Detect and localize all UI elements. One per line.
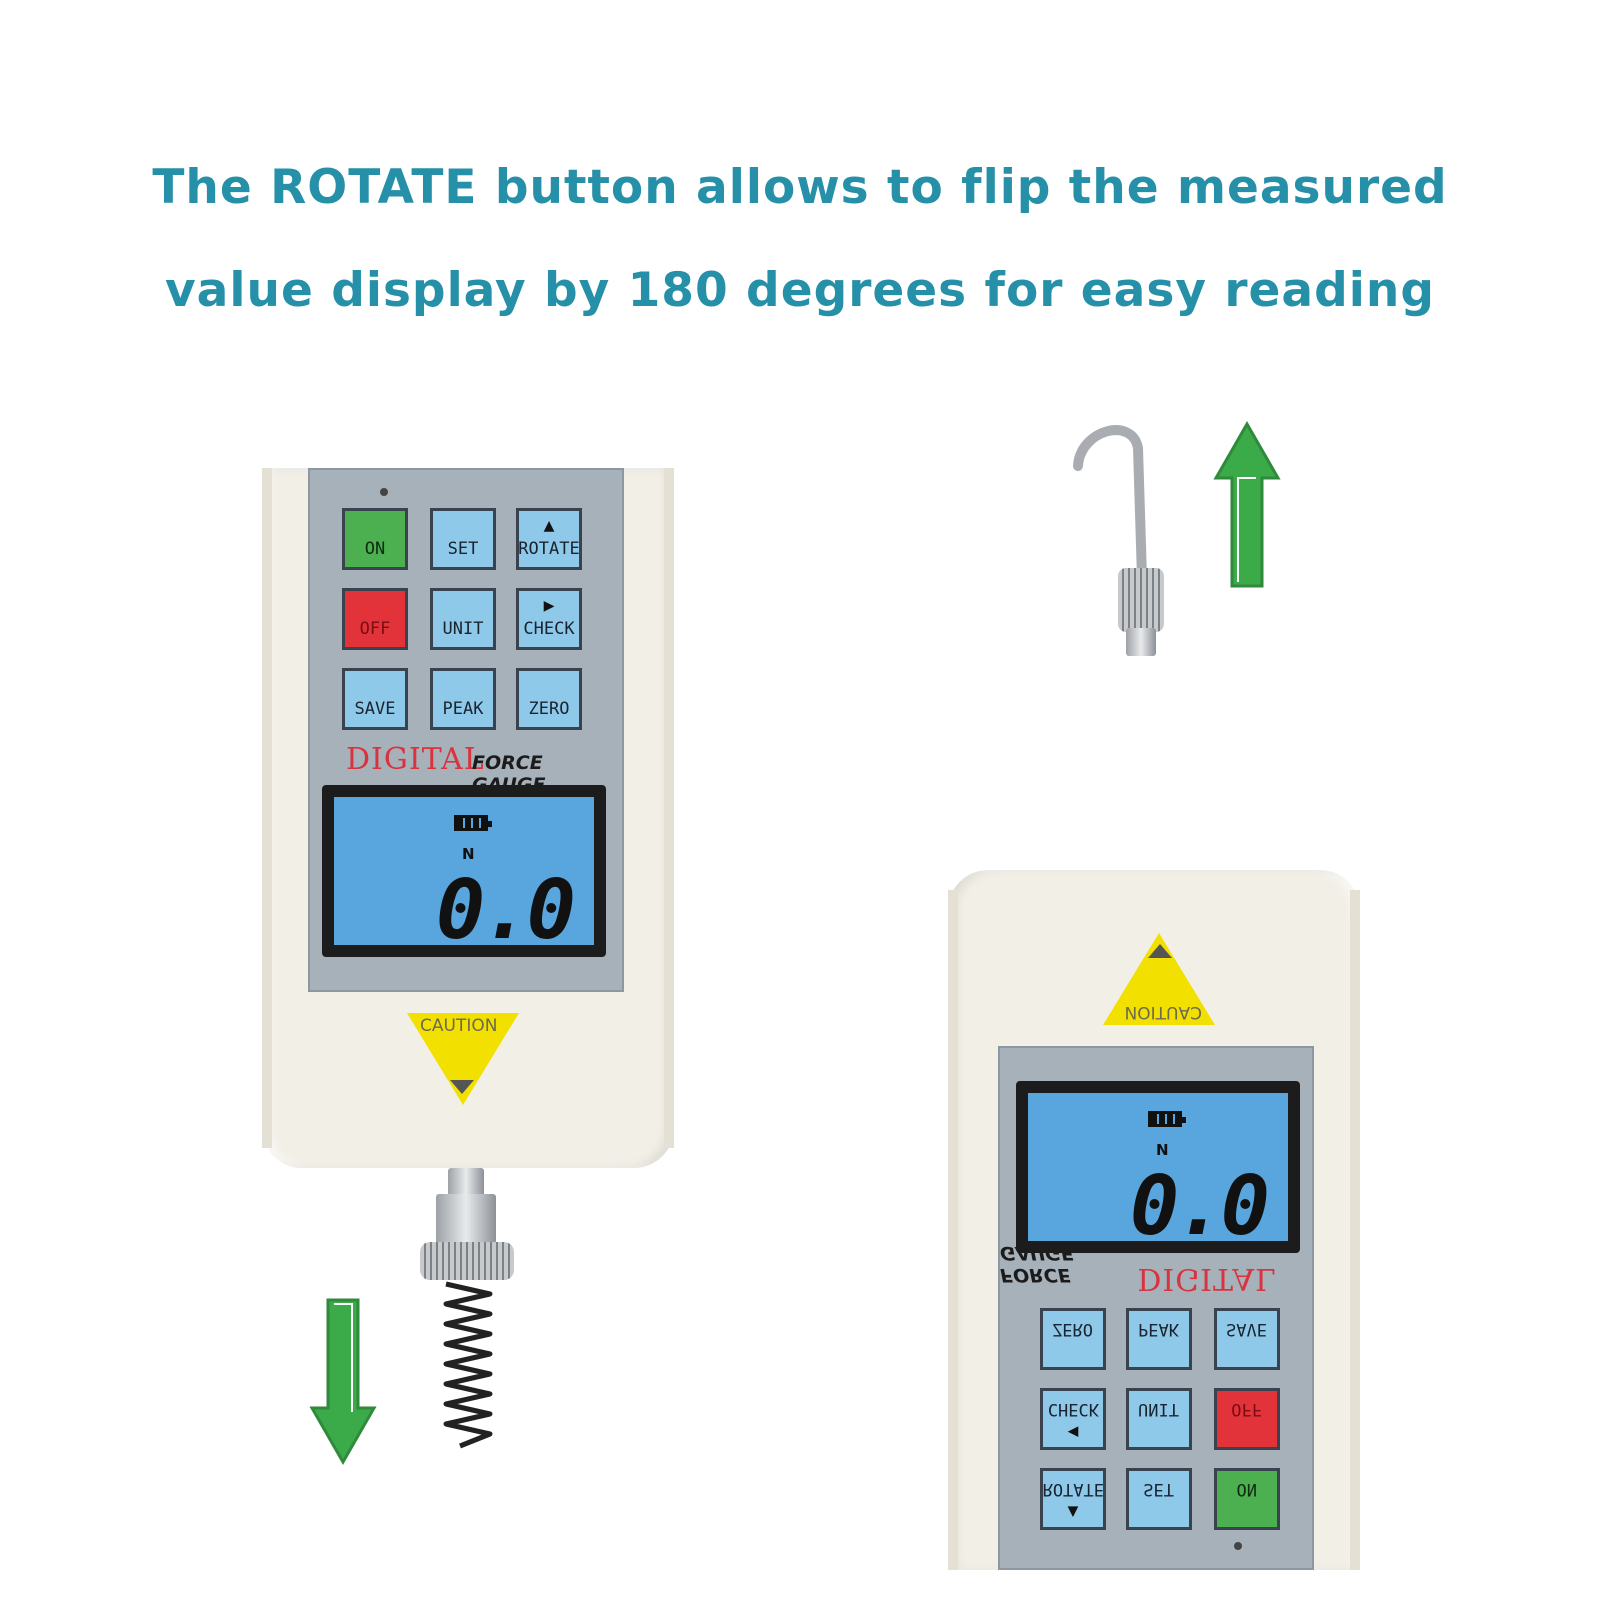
force-gauge-rotated: ON SET ▲ROTATE OFF UNIT ▶CHECK SAVE PEAK… [948,418,1360,1570]
connector-sleeve [436,1194,496,1244]
display-reading: 0.0 [435,863,576,958]
brand-digital: DIGITAL [1137,1261,1276,1296]
right-triangle-icon: ▶ [543,595,555,616]
headline-line-2: value display by 180 degrees for easy re… [165,263,1435,318]
knurled-nut [1118,568,1164,632]
caution-label: CAUTION [1124,1002,1202,1022]
display-unit: N [462,845,475,863]
display-unit: N [1156,1141,1169,1159]
right-triangle-icon: ▶ [1067,1422,1079,1443]
zero-button[interactable]: ZERO [516,668,582,730]
up-triangle-icon: ▲ [1067,1502,1079,1523]
force-gauge-normal: ON SET ▲ROTATE OFF UNIT ▶CHECK SAVE PEAK… [262,468,674,1468]
rotate-button[interactable]: ▲ROTATE [1040,1468,1106,1530]
display-reading: 0.0 [1129,1159,1266,1254]
peak-button[interactable]: PEAK [430,668,496,730]
caution-label: CAUTION [420,1016,498,1036]
battery-icon [454,815,492,831]
lcd-display: N 0.0 [334,797,594,958]
on-button[interactable]: ON [342,508,408,570]
headline-line-1: The ROTATE button allows to flip the mea… [152,160,1448,215]
save-button[interactable]: SAVE [1214,1308,1280,1370]
set-button[interactable]: SET [1126,1468,1192,1530]
connector-stem [1126,628,1156,656]
on-button[interactable]: ON [1214,1468,1280,1530]
arrow-down-icon [309,1298,377,1466]
zero-button[interactable]: ZERO [1040,1308,1106,1370]
status-led [1234,1542,1242,1550]
lcd-frame: N 0.0 [322,785,606,958]
check-button[interactable]: ▶CHECK [516,588,582,650]
gauge-face-panel: ON SET ▲ROTATE OFF UNIT ▶CHECK SAVE PEAK… [308,468,624,992]
spring-icon [443,1281,493,1449]
lcd-frame: N 0.0 [1016,1081,1300,1254]
gauge-side-rail [948,890,958,1570]
connector-stem [448,1168,484,1196]
gauge-side-rail [1350,890,1360,1570]
lcd-display-flipped: N 0.0 [1028,1093,1288,1254]
peak-button[interactable]: PEAK [1126,1308,1192,1370]
up-triangle-icon: ▲ [543,515,555,536]
rotate-button[interactable]: ▲ROTATE [516,508,582,570]
arrow-up-icon [1213,420,1281,588]
caution-arrow-icon [450,1080,474,1094]
gauge-body: ON SET ▲ROTATE OFF UNIT ▶CHECK SAVE PEAK… [262,468,674,1168]
caution-arrow-icon [1148,944,1172,958]
status-led [380,488,388,496]
brand-digital: DIGITAL [346,742,485,777]
save-button[interactable]: SAVE [342,668,408,730]
off-button[interactable]: OFF [1214,1388,1280,1450]
off-button[interactable]: OFF [342,588,408,650]
knurled-nut [420,1242,514,1280]
gauge-body-rotated: ON SET ▲ROTATE OFF UNIT ▶CHECK SAVE PEAK… [948,870,1360,1570]
gauge-side-rail [262,468,272,1148]
set-button[interactable]: SET [430,508,496,570]
battery-icon [1148,1111,1182,1127]
unit-button[interactable]: UNIT [430,588,496,650]
hook-icon [1073,425,1147,583]
unit-button[interactable]: UNIT [1126,1388,1192,1450]
check-button[interactable]: ▶CHECK [1040,1388,1106,1450]
gauge-side-rail [664,468,674,1148]
gauge-face-panel: ON SET ▲ROTATE OFF UNIT ▶CHECK SAVE PEAK… [998,1046,1314,1570]
